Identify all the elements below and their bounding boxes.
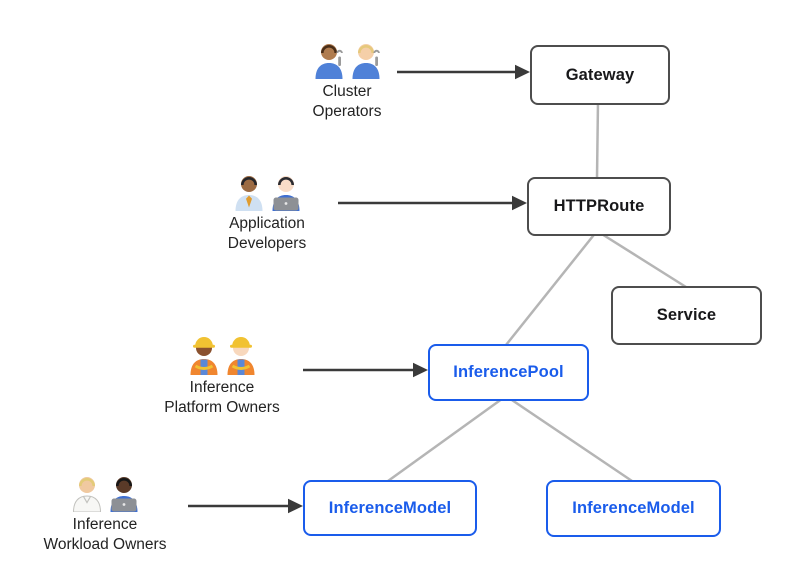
- node-service-label: Service: [656, 306, 717, 324]
- edge-inferencepool-inferencemodel-left: [387, 394, 507, 483]
- arrow-head-icon: [288, 498, 303, 514]
- actor-arrow-inference-workload-owners: [188, 498, 303, 514]
- edge-inferencepool-inferencemodel-right: [505, 394, 633, 483]
- man-technologist-dark-emoji: [107, 468, 141, 512]
- persona-application-developers: Application Developers: [182, 166, 352, 253]
- edge-gateway-httproute: [595, 100, 600, 179]
- node-inferencemodel-left-label: InferenceModel: [328, 498, 452, 517]
- inference-platform-owners-label-line2: Platform Owners: [164, 398, 280, 416]
- application-developers-avatars: [182, 166, 352, 211]
- node-httproute-label: HTTPRoute: [553, 197, 645, 215]
- application-developers-label-line1: Application: [229, 215, 305, 232]
- arrow-head-icon: [413, 362, 428, 378]
- node-inferencepool: InferencePool: [428, 344, 589, 401]
- man-construction-worker-emoji: [224, 331, 258, 375]
- woman-technologist-emoji: [269, 167, 303, 211]
- woman-construction-worker-emoji: [187, 331, 221, 375]
- inference-workload-owners-label-line2: Workload Owners: [43, 535, 167, 553]
- cluster-operators-label-line2: Operators: [312, 102, 382, 120]
- actor-arrow-cluster-operators: [397, 64, 530, 80]
- cluster-operators-avatars: [262, 34, 432, 79]
- persona-inference-workload-owners: Inference Workload Owners: [20, 467, 190, 554]
- node-inferencepool-label: InferencePool: [453, 363, 564, 381]
- health-worker-emoji: [70, 468, 104, 512]
- man-mechanic-emoji: [312, 35, 346, 79]
- node-inferencemodel-left: InferenceModel: [303, 480, 477, 536]
- node-inferencemodel-right: InferenceModel: [546, 480, 721, 537]
- persona-inference-platform-owners: Inference Platform Owners: [137, 330, 307, 417]
- node-httproute: HTTPRoute: [527, 177, 671, 236]
- edge-httproute-inferencepool: [505, 230, 598, 346]
- actor-arrow-inference-platform-owners: [303, 362, 428, 378]
- inference-workload-owners-label-line1: Inference: [72, 516, 138, 533]
- node-inferencemodel-right-label: InferenceModel: [572, 499, 695, 517]
- cluster-operators-label-line1: Cluster: [322, 83, 372, 100]
- actor-arrow-application-developers: [338, 195, 527, 211]
- node-service: Service: [611, 286, 762, 345]
- arrow-head-icon: [515, 64, 530, 80]
- persona-cluster-operators: Cluster Operators: [262, 34, 432, 121]
- node-gateway-label: Gateway: [565, 65, 635, 84]
- woman-mechanic-emoji: [349, 35, 383, 79]
- inference-workload-owners-avatars: [20, 467, 190, 512]
- man-office-worker-emoji: [232, 167, 266, 211]
- arrow-head-icon: [512, 195, 527, 211]
- edge-httproute-service: [596, 229, 687, 289]
- inference-platform-owners-avatars: [137, 330, 307, 375]
- application-developers-label-line2: Developers: [227, 234, 307, 252]
- inference-platform-owners-label-line1: Inference: [189, 379, 255, 396]
- node-gateway: Gateway: [530, 45, 670, 105]
